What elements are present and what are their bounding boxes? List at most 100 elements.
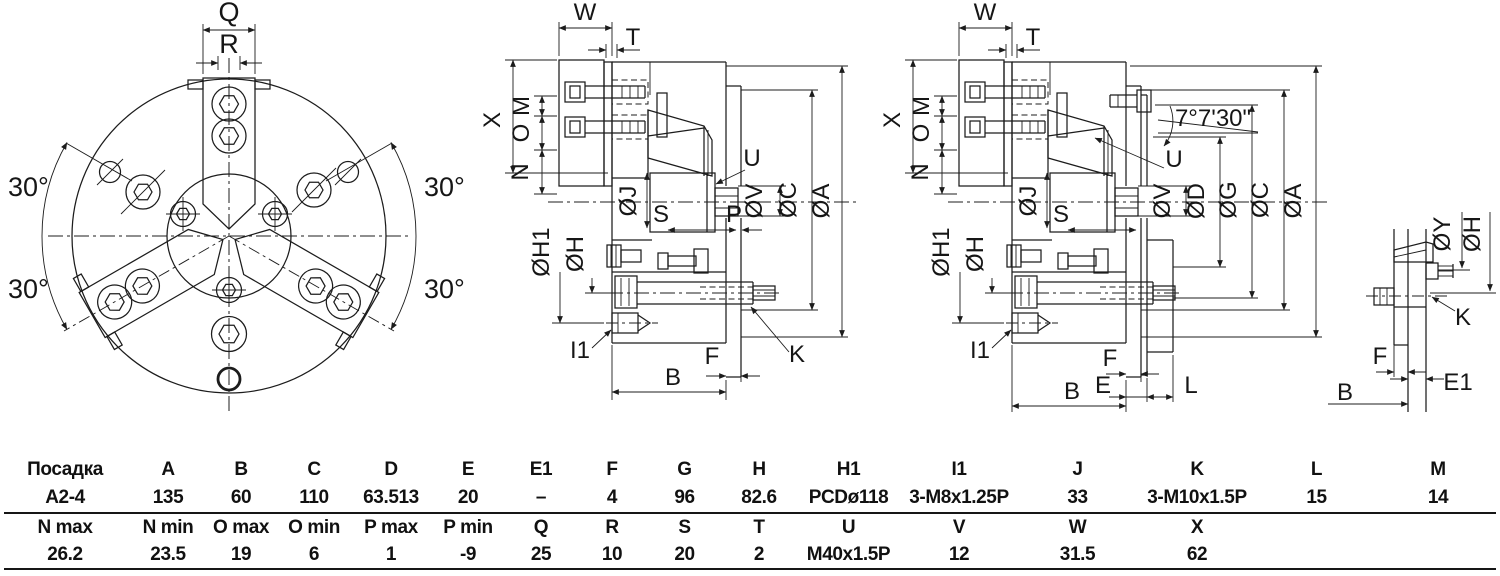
table-value: 1	[385, 544, 397, 565]
table-value: 25	[530, 544, 552, 565]
dim-label-t2: T	[1026, 24, 1041, 51]
dim-label-o2: O	[908, 124, 935, 143]
angle-label-bottom-right: 30°	[424, 274, 465, 304]
table-value: –	[535, 487, 547, 508]
dim-label-i1-2: I1	[970, 337, 990, 364]
table-value: 12	[948, 544, 970, 565]
col-header: L	[1310, 459, 1323, 480]
dim-label-k2: K	[1455, 304, 1471, 331]
col-header: E	[461, 459, 475, 480]
dim-label-f2: F	[1103, 345, 1118, 372]
dim-label-b2: B	[1064, 378, 1080, 405]
dim-label-w2: W	[974, 0, 997, 26]
dim-label-da2: ØA	[1280, 184, 1307, 219]
col-header: N max	[37, 517, 93, 538]
table-value: 4	[606, 487, 618, 508]
technical-drawing: Q R 30° 30° 30° 30°	[8, 0, 1496, 414]
table-rule	[4, 568, 1496, 570]
dim-label-dh1: ØH1	[528, 227, 555, 276]
dim-label-i1: I1	[570, 337, 590, 364]
hub-screws	[166, 197, 292, 307]
table-value: -9	[459, 544, 477, 565]
table-value: 3-M8x1.25P	[909, 487, 1009, 508]
dim-label-r: R	[219, 29, 239, 59]
col-header: H1	[836, 459, 861, 480]
table-value: 62	[1186, 544, 1208, 565]
section-view-b-labels: W T X M O N 7°7'30" ØJ S U ØV ØD ØG ØC Ø…	[879, 0, 1307, 405]
table-value: 19	[230, 544, 252, 565]
mount-holes	[96, 158, 362, 215]
col-header: P max	[364, 517, 418, 538]
dim-label-f: F	[705, 343, 720, 370]
dim-label-da: ØA	[808, 184, 835, 219]
col-header: U	[841, 517, 856, 538]
angle-label-top-left: 30°	[8, 172, 49, 202]
dim-label-m2: M	[908, 96, 935, 116]
table-value: 15	[1306, 487, 1327, 508]
dim-label-e: E	[1095, 372, 1111, 399]
dim-label-dh3: ØH	[1459, 216, 1486, 252]
col-header: K	[1190, 459, 1204, 480]
col-header: J	[1072, 459, 1083, 480]
col-header: O max	[212, 517, 270, 538]
col-header: O min	[288, 517, 340, 538]
table-value: 26.2	[47, 544, 83, 565]
dim-label-dv2: ØV	[1149, 184, 1176, 219]
table-rule	[4, 512, 1496, 514]
dim-label-dc: ØC	[775, 182, 802, 218]
dim-label-x2: X	[879, 112, 906, 128]
dim-label-u: U	[743, 145, 760, 172]
col-header: P min	[443, 517, 493, 538]
dim-label-dv: ØV	[741, 184, 768, 219]
col-header: V	[952, 517, 966, 538]
table-value: M40x1.5P	[806, 544, 891, 565]
table-value: 14	[1427, 487, 1449, 508]
dim-label-m: M	[508, 96, 535, 116]
section-view-a-labels: W T X M O N ØJ S U P ØV ØC ØA ØH1 ØH I1 …	[479, 0, 835, 391]
dim-label-t: T	[626, 24, 641, 51]
dim-label-f3: F	[1373, 343, 1388, 370]
dim-label-b3: B	[1337, 379, 1353, 406]
dim-label-u2: U	[1165, 146, 1182, 173]
table-value: A2-4	[45, 487, 85, 508]
table-value: 23.5	[150, 544, 186, 565]
col-header: B	[234, 459, 248, 480]
table-value: 63.513	[363, 487, 419, 508]
col-header: M	[1430, 459, 1446, 480]
dim-label-dj: ØJ	[615, 186, 642, 217]
front-view-labels: Q R 30° 30° 30° 30°	[8, 0, 465, 304]
dim-label-dh2: ØH	[962, 236, 989, 272]
col-header: D	[384, 459, 398, 480]
dim-label-w: W	[574, 0, 597, 26]
dim-label-q: Q	[218, 0, 239, 27]
table-value-row-1: A2-4 135 60 110 63.513 20 – 4 96 82.6 PC…	[0, 484, 1500, 512]
table-value: 3-M10x1.5P	[1147, 487, 1247, 508]
dim-label-s2: S	[1053, 201, 1069, 228]
table-value: 33	[1067, 487, 1088, 508]
table-value-row-2: 26.2 23.5 19 6 1 -9 25 10 20 2 M40x1.5P …	[0, 542, 1500, 568]
col-header: Посадка	[27, 459, 103, 480]
col-header: G	[677, 459, 692, 480]
dim-label-o: O	[508, 124, 535, 143]
col-header: Q	[533, 517, 549, 538]
dim-label-dh: ØH	[562, 236, 589, 272]
table-value: 60	[230, 487, 252, 508]
detail-view	[1328, 212, 1496, 412]
dim-label-dy: ØY	[1429, 217, 1456, 252]
table-header-row-2: N max N min O max O min P max P min Q R …	[0, 514, 1500, 542]
dim-label-p: P	[726, 201, 742, 228]
dim-label-k: K	[789, 341, 805, 368]
dim-label-n2: N	[907, 163, 934, 180]
front-view	[41, 24, 417, 414]
table-value: 135	[152, 487, 184, 508]
dimension-table: Посадка A B C D E E1 F G H H1 I1 J K L M…	[0, 456, 1500, 570]
dim-label-e1: E1	[1443, 369, 1472, 396]
table-value: 31.5	[1059, 544, 1096, 565]
table-value: 20	[674, 544, 695, 565]
col-header: E1	[529, 459, 553, 480]
col-header: H	[752, 459, 766, 480]
table-value: 2	[753, 544, 765, 565]
table-header-row-1: Посадка A B C D E E1 F G H H1 I1 J K L M	[0, 456, 1500, 484]
dim-label-b: B	[665, 364, 681, 391]
